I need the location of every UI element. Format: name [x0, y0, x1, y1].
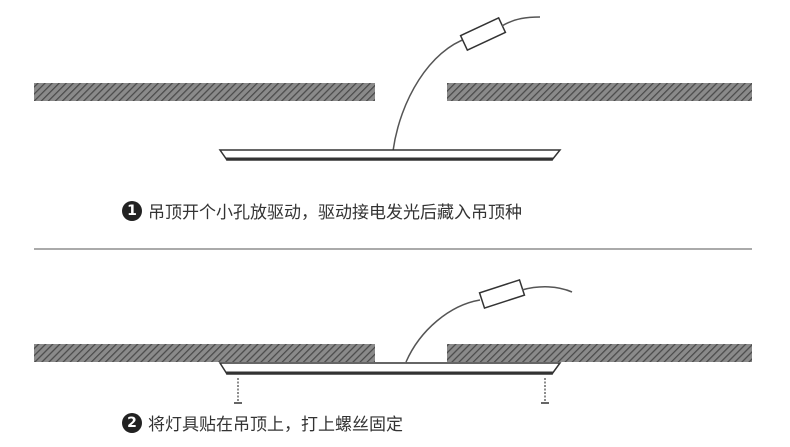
wire	[405, 299, 481, 363]
step-1-figure	[34, 16, 752, 161]
step-2-figure	[34, 278, 752, 404]
step-number-badge: 1	[122, 200, 142, 221]
step-number-badge: 2	[122, 412, 142, 433]
step-2-text: 将灯具贴在吊顶上，打上螺丝固定	[148, 415, 403, 435]
screw-right-icon	[541, 378, 549, 404]
ceiling-left	[34, 344, 375, 362]
driver-box	[478, 278, 526, 310]
step-1-text: 吊顶开个小孔放驱动，驱动接电发光后藏入吊顶种	[148, 203, 522, 223]
screw-left-icon	[234, 378, 242, 404]
wire-out	[521, 286, 573, 293]
ceiling-right	[447, 344, 752, 362]
wire	[392, 37, 469, 152]
step-2-caption: 2 将灯具贴在吊顶上，打上螺丝固定	[122, 410, 403, 435]
ceiling-left	[34, 83, 375, 101]
wire-out	[501, 16, 541, 27]
driver-box	[459, 16, 507, 52]
ceiling-right	[447, 83, 752, 101]
step-1-caption: 1 吊顶开个小孔放驱动，驱动接电发光后藏入吊顶种	[122, 198, 522, 223]
